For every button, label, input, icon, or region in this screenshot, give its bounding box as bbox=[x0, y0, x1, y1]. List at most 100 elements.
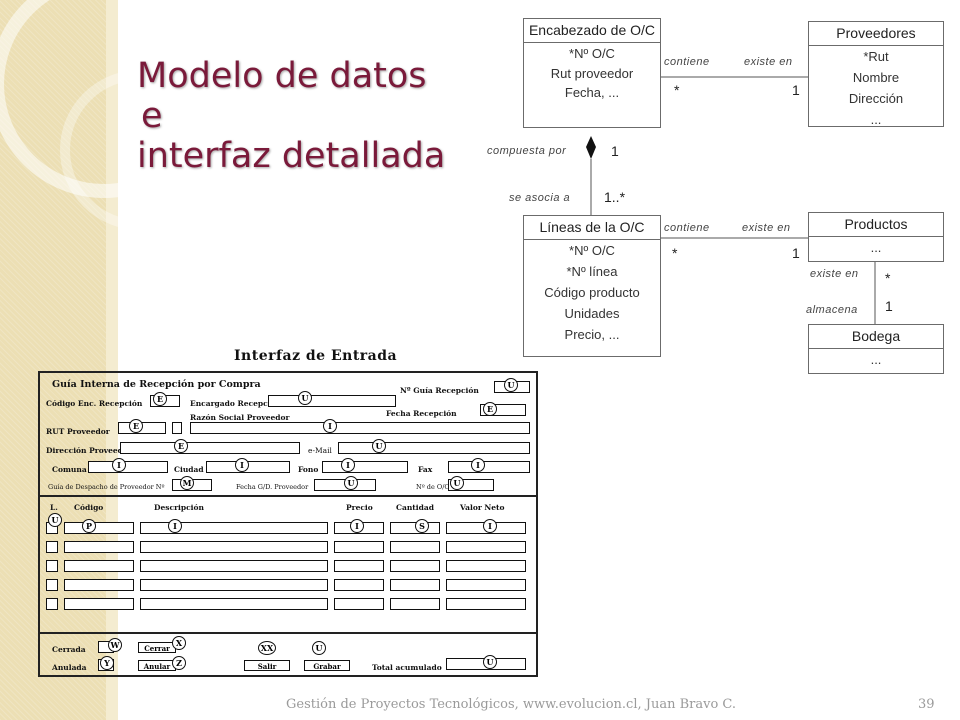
detail-cell[interactable] bbox=[140, 541, 328, 553]
column-header-valor-neto: Valor Neto bbox=[460, 503, 505, 512]
multiplicity: 1 bbox=[885, 298, 893, 314]
tag-precio: I bbox=[350, 519, 364, 533]
decorative-ring-small bbox=[60, 70, 220, 230]
title-line: interfaz detallada bbox=[137, 136, 446, 176]
detail-cell[interactable] bbox=[140, 598, 328, 610]
label-fono: Fono bbox=[298, 465, 319, 474]
email-field[interactable] bbox=[338, 442, 530, 454]
detail-cell[interactable] bbox=[390, 541, 440, 553]
tag-salir: XX bbox=[258, 641, 276, 655]
tag-ciudad: I bbox=[235, 458, 249, 472]
tag-nro-guia: U bbox=[504, 378, 518, 392]
form-caption: Interfaz de Entrada bbox=[234, 348, 398, 364]
label-email: e-Mail bbox=[308, 446, 332, 455]
entity-header: Bodega bbox=[809, 325, 943, 349]
tag-total: U bbox=[483, 655, 497, 669]
multiplicity: 1 bbox=[792, 245, 800, 261]
slide-title: Modelo de datos e interfaz detallada bbox=[137, 56, 446, 176]
entity-attr: Unidades bbox=[564, 306, 620, 321]
entity-attr: ... bbox=[870, 112, 882, 127]
tag-cerrar: X bbox=[172, 636, 186, 650]
rut-dv-field[interactable] bbox=[172, 422, 182, 434]
detail-cell[interactable] bbox=[390, 560, 440, 572]
detail-cell[interactable] bbox=[446, 541, 526, 553]
relation-label: existe en bbox=[742, 222, 791, 234]
tag-fono: I bbox=[341, 458, 355, 472]
multiplicity: 1..* bbox=[604, 189, 626, 205]
detail-grid bbox=[40, 373, 536, 675]
entity-attr: *Rut bbox=[863, 49, 889, 64]
entity-attr: Fecha, ... bbox=[564, 85, 620, 100]
label-total: Total acumulado bbox=[372, 663, 442, 672]
detail-cell[interactable] bbox=[140, 560, 328, 572]
entity-header: Productos bbox=[809, 213, 943, 237]
detail-cell[interactable] bbox=[46, 541, 58, 553]
detail-cell[interactable] bbox=[334, 598, 384, 610]
detail-cell[interactable] bbox=[140, 522, 328, 534]
detail-cell[interactable] bbox=[334, 560, 384, 572]
detail-cell[interactable] bbox=[64, 522, 134, 534]
tag-guia-despacho: M bbox=[180, 476, 194, 490]
title-line: Modelo de datos bbox=[137, 56, 427, 96]
relation-label: almacena bbox=[806, 304, 858, 316]
tag-fecha-recepcion: E bbox=[483, 402, 497, 416]
direccion-field[interactable] bbox=[120, 442, 300, 454]
tag-rut: E bbox=[129, 419, 143, 433]
detail-cell[interactable] bbox=[46, 598, 58, 610]
detail-cell[interactable] bbox=[390, 579, 440, 591]
entity-attr: *Nº O/C bbox=[569, 243, 615, 258]
relation-label: compuesta por bbox=[487, 145, 567, 157]
detail-cell[interactable] bbox=[334, 579, 384, 591]
entity-header: Encabezado de O/C bbox=[524, 19, 660, 43]
label-nro-guia: Nº Guía Recepción bbox=[400, 386, 479, 395]
comuna-field[interactable] bbox=[88, 461, 168, 473]
detail-cell[interactable] bbox=[64, 579, 134, 591]
tag-valor: I bbox=[483, 519, 497, 533]
grabar-button[interactable]: Grabar bbox=[304, 660, 350, 671]
entity-attr: ... bbox=[870, 352, 882, 367]
detail-cell[interactable] bbox=[64, 560, 134, 572]
page-number: 39 bbox=[918, 697, 935, 712]
tag-codigo: P bbox=[82, 519, 96, 533]
input-form: Guía Interna de Recepción por Compra Nº … bbox=[38, 371, 538, 677]
label-guia-despacho: Guía de Despacho de Proveedor Nº bbox=[48, 483, 165, 491]
detail-cell[interactable] bbox=[334, 541, 384, 553]
detail-cell[interactable] bbox=[64, 598, 134, 610]
razon-social-field[interactable] bbox=[190, 422, 530, 434]
detail-cell[interactable] bbox=[446, 598, 526, 610]
label-fecha-recepcion: Fecha Recepción bbox=[386, 409, 457, 418]
detail-cell[interactable] bbox=[46, 560, 58, 572]
entity-attr: Precio, ... bbox=[564, 327, 620, 342]
entity-lineas-oc: Líneas de la O/C *Nº O/C *Nº línea Códig… bbox=[523, 215, 661, 357]
entity-attr: Dirección bbox=[848, 91, 904, 106]
tag-fax: I bbox=[471, 458, 485, 472]
detail-cell[interactable] bbox=[46, 579, 58, 591]
tag-linea: U bbox=[48, 513, 62, 527]
label-comuna: Comuna bbox=[52, 465, 87, 474]
multiplicity: * bbox=[885, 270, 891, 286]
detail-cell[interactable] bbox=[390, 598, 440, 610]
cerrar-button[interactable]: Cerrar bbox=[138, 642, 176, 653]
entity-attr: *Nº línea bbox=[566, 264, 618, 279]
fax-field[interactable] bbox=[448, 461, 530, 473]
label-encargado: Encargado Recepción bbox=[190, 399, 281, 408]
label-anulada: Anulada bbox=[52, 663, 87, 672]
tag-codigo-enc: E bbox=[153, 392, 167, 406]
detail-cell[interactable] bbox=[446, 579, 526, 591]
label-fax: Fax bbox=[418, 465, 433, 474]
detail-cell[interactable] bbox=[446, 560, 526, 572]
tag-comuna: I bbox=[112, 458, 126, 472]
tag-razon-social: I bbox=[323, 419, 337, 433]
tag-cerrada: W bbox=[108, 638, 122, 652]
salir-button[interactable]: Salir bbox=[244, 660, 290, 671]
relation-label: se asocia a bbox=[509, 192, 571, 204]
anular-button[interactable]: Anular bbox=[138, 660, 176, 671]
entity-attr: ... bbox=[870, 240, 882, 255]
entity-encabezado-oc: Encabezado de O/C *Nº O/C Rut proveedor … bbox=[523, 18, 661, 128]
entity-attr: Rut proveedor bbox=[550, 66, 634, 81]
column-header-l: L. bbox=[50, 503, 58, 512]
entity-proveedores: Proveedores *Rut Nombre Dirección ... bbox=[808, 21, 944, 127]
detail-cell[interactable] bbox=[64, 541, 134, 553]
divider bbox=[40, 495, 536, 497]
detail-cell[interactable] bbox=[140, 579, 328, 591]
